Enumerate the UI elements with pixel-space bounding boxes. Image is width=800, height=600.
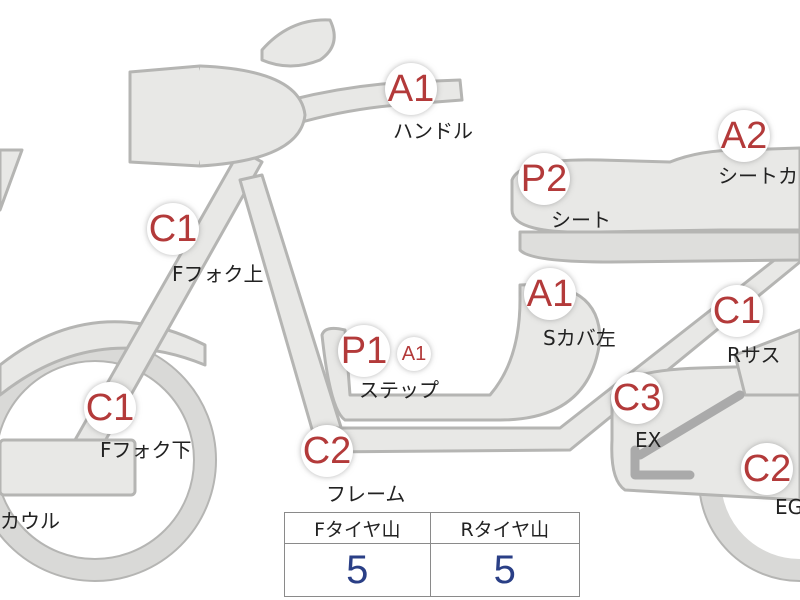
badge-seat: P2 bbox=[518, 153, 570, 205]
exhaust-pipe bbox=[630, 390, 745, 480]
badge-r-suspension: C1 bbox=[711, 285, 763, 337]
label-ffork-lower: Fフォク下 bbox=[100, 438, 192, 462]
badge-seat-cowl: A2 bbox=[718, 110, 770, 162]
mirror bbox=[260, 18, 336, 68]
label-exhaust: EX bbox=[635, 428, 662, 452]
label-seat: シート bbox=[551, 208, 611, 232]
badge-frame: C2 bbox=[301, 425, 353, 477]
label-seat-cowl: シートカ bbox=[718, 164, 798, 188]
label-engine: EG bbox=[775, 495, 800, 519]
step-floor bbox=[320, 283, 602, 422]
badge-ffork-upper: C1 bbox=[147, 203, 199, 255]
table-value-row: 5 5 bbox=[284, 543, 581, 597]
badge-engine: C2 bbox=[741, 443, 793, 495]
down-tube bbox=[238, 173, 347, 452]
badge-exhaust: C3 bbox=[611, 372, 663, 424]
label-s-cover-left: Sカバ左 bbox=[543, 326, 616, 350]
label-handle: ハンドル bbox=[393, 119, 473, 143]
headlight bbox=[128, 64, 209, 168]
rear-suspension bbox=[733, 328, 800, 397]
badge-step-secondary: A1 bbox=[397, 337, 431, 371]
label-ffork-upper: Fフォク上 bbox=[172, 262, 264, 286]
label-step: ステップ bbox=[359, 378, 439, 402]
label-r-suspension: Rサス bbox=[727, 343, 781, 367]
badge-ffork-lower: C1 bbox=[84, 382, 136, 434]
rear-tire-value: 5 bbox=[429, 543, 581, 597]
label-frame: フレーム bbox=[326, 482, 406, 506]
front-tire-value: 5 bbox=[284, 543, 431, 597]
front-tire-header: Fタイヤ山 bbox=[284, 512, 431, 544]
badge-step: P1 bbox=[338, 325, 390, 377]
badge-handle: A1 bbox=[385, 63, 437, 115]
badge-s-cover-left: A1 bbox=[524, 268, 576, 320]
rear-tire-header: Rタイヤ山 bbox=[429, 512, 581, 544]
table-header-row: Fタイヤ山 Rタイヤ山 bbox=[284, 512, 581, 544]
tire-tread-table: Fタイヤ山 Rタイヤ山 5 5 bbox=[284, 512, 581, 597]
label-cowl: カウル bbox=[0, 509, 60, 533]
front-cowl bbox=[0, 148, 24, 212]
